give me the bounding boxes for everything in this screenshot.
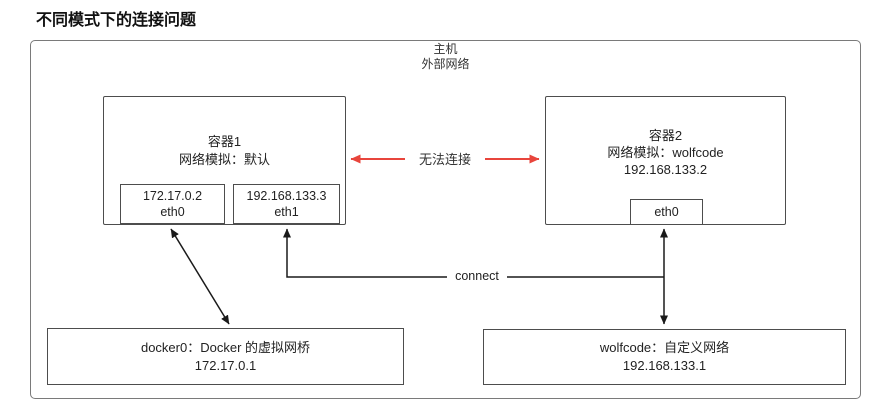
container1-eth0-ip: 172.17.0.2 [142,189,203,203]
container1-mode: 网络模拟：默认 [178,152,270,167]
container2-eth0-name: eth0 [654,205,679,219]
container1-eth0-box: 172.17.0.2 eth0 [120,184,225,224]
wolfcode-network-box: wolfcode：自定义网络 192.168.133.1 [483,329,846,385]
wolfcode-network-ip: 192.168.133.1 [622,358,707,373]
host-label-line1: 主机 [433,42,458,56]
container2-title: 容器2 [648,128,683,143]
container2-mode: 网络模拟：wolfcode [607,145,724,160]
container2-label: 容器2 网络模拟：wolfcode 192.168.133.2 [546,127,785,178]
container1-eth0-name: eth0 [160,205,185,219]
diagram-title: 不同模式下的连接问题 [36,12,197,29]
host-label-line2: 外部网络 [421,57,470,71]
container1-eth1-name: eth1 [274,205,299,219]
wolfcode-network-name: wolfcode：自定义网络 [599,340,730,355]
container2-eth0-box: eth0 [630,199,703,225]
docker0-network-name: docker0：Docker 的虚拟网桥 [140,339,311,355]
connect-label: connect [447,269,507,283]
container2-ip: 192.168.133.2 [623,162,708,177]
container1-eth1-box: 192.168.133.3 eth1 [233,184,340,224]
no-connection-label: 无法连接 [405,149,485,168]
host-box [30,40,861,399]
container1-title: 容器1 [207,134,242,149]
docker0-network-ip: 172.17.0.1 [194,357,257,373]
container1-eth1-ip: 192.168.133.3 [246,189,327,203]
host-label: 主机 外部网络 [30,42,861,72]
docker0-network-box: docker0：Docker 的虚拟网桥 172.17.0.1 [47,328,404,385]
container1-label: 容器1 网络模拟：默认 [104,133,345,169]
